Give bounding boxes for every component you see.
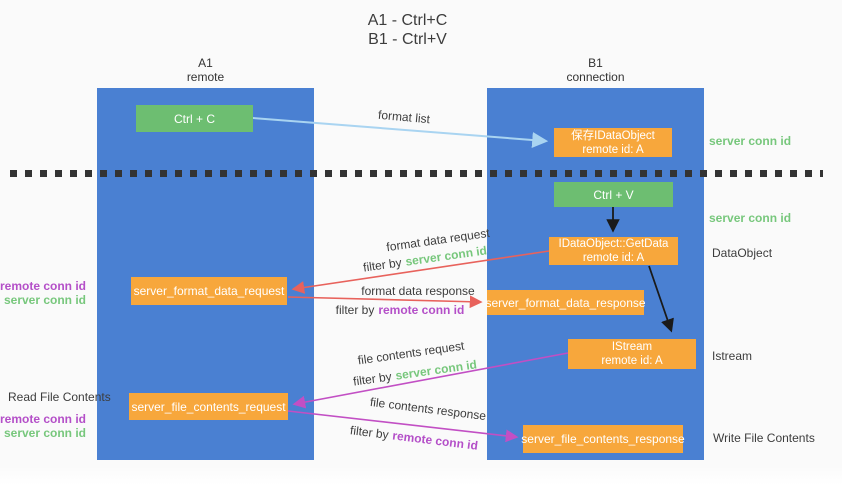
filter-by-text: filter by xyxy=(335,303,375,317)
istream-side-label: Istream xyxy=(712,349,753,363)
right-column-role: connection xyxy=(566,70,625,84)
server-format-data-response-box: server_format_data_response xyxy=(485,290,646,315)
format-list-label: format list xyxy=(377,107,431,127)
server-conn-id-side-label: server conn id xyxy=(3,293,86,307)
filter-by-text: filter by xyxy=(362,255,403,275)
left-conn-id-group-2: remote conn id server conn id xyxy=(0,412,86,440)
left-column-role: remote xyxy=(186,70,225,84)
title-line-2: B1 - Ctrl+V xyxy=(368,31,447,48)
right-column-name: B1 xyxy=(588,56,603,70)
server-format-data-response-label: server_format_data_response xyxy=(485,295,646,310)
getdata-line1: IDataObject::GetData xyxy=(558,238,669,250)
bottom-fade xyxy=(0,466,842,485)
remote-conn-id-side-label: remote conn id xyxy=(0,412,87,426)
server-conn-id-side-label: server conn id xyxy=(3,426,86,440)
title-line-1: A1 - Ctrl+C xyxy=(367,12,448,29)
getdata-line2: remote id: A xyxy=(582,252,645,264)
diagram-title: A1 - Ctrl+C B1 - Ctrl+V xyxy=(300,11,515,49)
ctrl-c-box: Ctrl + C xyxy=(136,105,253,132)
getdata-box: IDataObject::GetData remote id: A xyxy=(549,237,678,265)
ctrl-c-label: Ctrl + C xyxy=(173,111,215,126)
file-contents-response-label: file contents response xyxy=(369,394,487,424)
server-file-contents-request-box: server_file_contents_request xyxy=(129,393,288,420)
ctrl-v-label: Ctrl + V xyxy=(593,187,634,202)
remote-conn-id-text: remote conn id xyxy=(378,303,465,317)
istream-line1: IStream xyxy=(611,341,653,353)
istream-line2: remote id: A xyxy=(601,355,663,367)
remote-conn-id-text: remote conn id xyxy=(391,428,479,453)
left-column-header: A1 remote xyxy=(97,56,314,84)
right-column-header: B1 connection xyxy=(487,56,704,84)
server-conn-id-right-label-2: server conn id xyxy=(709,211,792,225)
server-file-contents-response-label: server_file_contents_response xyxy=(521,432,685,446)
save-idataobject-line1: 保存IDataObject xyxy=(571,129,655,142)
server-format-data-request-label: server_format_data_request xyxy=(133,284,285,298)
read-file-contents-label: Read File Contents xyxy=(8,390,111,404)
save-idataobject-box: 保存IDataObject remote id: A xyxy=(554,128,672,157)
dotted-separator-line xyxy=(10,170,823,177)
format-data-response-label: format data response xyxy=(361,284,475,298)
server-conn-id-text: server conn id xyxy=(394,357,478,383)
filter-by-text: filter by xyxy=(349,423,390,442)
dataobject-label: DataObject xyxy=(712,246,773,260)
server-file-contents-response-box: server_file_contents_response xyxy=(521,425,685,453)
write-file-contents-label: Write File Contents xyxy=(713,431,815,445)
left-conn-id-group-1: remote conn id server conn id xyxy=(0,279,86,307)
server-file-contents-request-label: server_file_contents_request xyxy=(131,399,286,414)
left-column-name: A1 xyxy=(198,56,213,70)
server-format-data-request-box: server_format_data_request xyxy=(131,277,287,305)
ctrl-v-box: Ctrl + V xyxy=(554,182,673,207)
istream-box: IStream remote id: A xyxy=(568,339,696,369)
save-idataobject-line2: remote id: A xyxy=(582,143,644,156)
server-conn-id-right-label-1: server conn id xyxy=(709,134,792,148)
remote-conn-id-side-label: remote conn id xyxy=(0,279,87,293)
filter-by-text: filter by xyxy=(352,369,393,389)
